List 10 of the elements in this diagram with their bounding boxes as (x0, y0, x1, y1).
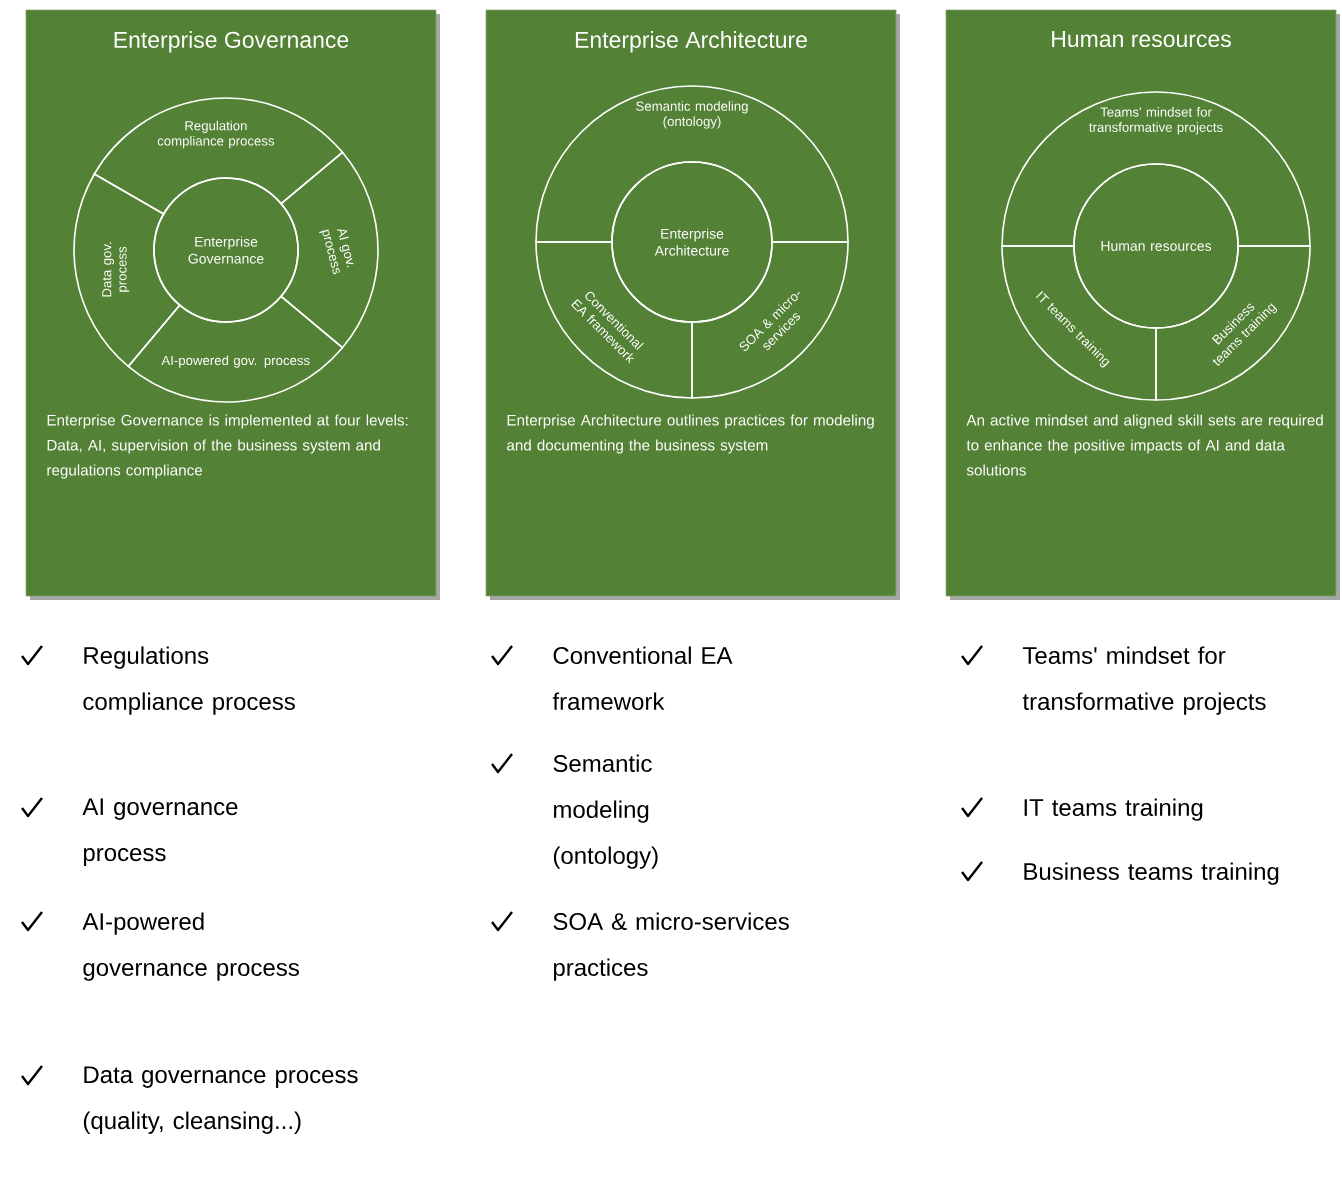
checklist-item: IT teams training (961, 797, 1203, 821)
checklist-item: AI-powered governance process (21, 911, 299, 981)
checklist-item: Conventional EA framework (491, 645, 733, 710)
checklist-item: Business teams training (961, 861, 1279, 885)
checklist-item: SOA & micro-services practices (491, 911, 789, 981)
checklist-item: AI governance process (21, 797, 238, 866)
checklist-item: Regulations compliance process (21, 645, 295, 715)
checklist-item: Data governance process (quality, cleansing...) (21, 1065, 358, 1134)
checklist-item: Semantic modeling (ontology) (491, 753, 658, 869)
checklist-item: Teams' mindset for transformative projects (961, 645, 1266, 715)
